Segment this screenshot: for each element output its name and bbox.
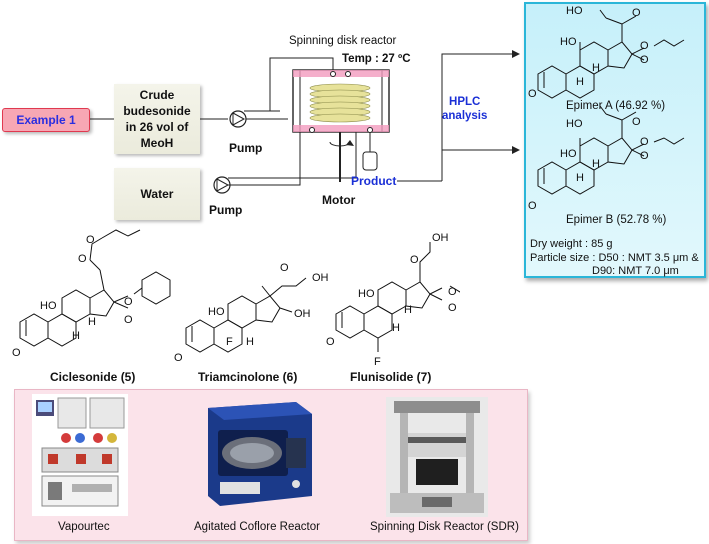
epimer-b-ho-ring: HO — [560, 148, 577, 160]
compound-name-6: Triamcinolone (6) — [198, 370, 298, 384]
pump-1-label: Pump — [229, 141, 263, 155]
crude-line-4: MeoH — [140, 136, 174, 150]
epimer-b-o-ring2: O — [640, 150, 649, 162]
compound-name-5: Ciclesonide (5) — [50, 370, 136, 384]
ciclesonide-o4: O — [124, 314, 133, 326]
epimer-a-o-ketone: O — [528, 88, 537, 100]
temperature-label: Temp : 27 ºC — [342, 53, 411, 65]
flunisolide-o3: O — [448, 302, 457, 314]
triamcinolone-f: F — [226, 336, 233, 348]
example-1-label: Example 1 — [16, 113, 76, 127]
epimer-a-h2: H — [576, 76, 584, 88]
steroid-structures — [19, 229, 460, 353]
example-1-box: Example 1 — [2, 108, 90, 132]
epimer-a-label: Epimer A (46.92 %) — [566, 100, 666, 112]
crude-line-3: in 26 vol of — [125, 120, 189, 134]
triamcinolone-oh-top: OH — [312, 272, 329, 284]
product-label: Product — [351, 174, 397, 188]
ciclesonide-h1: H — [88, 316, 96, 328]
particle-size: Particle size : D50 : NMT 3.5 μm & — [530, 252, 699, 264]
epimer-b-o-carbonyl: O — [632, 116, 641, 128]
hplc-line-1: HPLC — [449, 96, 481, 108]
crude-line-1: Crude — [139, 88, 175, 102]
ciclesonide-h2: H — [72, 330, 80, 342]
flunisolide-o1: O — [410, 254, 419, 266]
epimer-panel — [524, 2, 706, 278]
crude-budesonide-box: Crude budesonide in 26 vol of MeoH — [114, 84, 200, 154]
triamcinolone-h: H — [246, 336, 254, 348]
crude-line-2: budesonide — [123, 104, 191, 118]
spinning-disk-reactor-icon — [292, 69, 390, 182]
epimer-a-o-ring2: O — [640, 54, 649, 66]
hplc-line-2: analysis — [442, 110, 488, 122]
motor-label: Motor — [322, 193, 356, 207]
vapourtec-photo — [32, 394, 128, 516]
triamcinolone-o: O — [280, 262, 289, 274]
ciclesonide-o2: O — [78, 253, 87, 265]
hplc-label: HPLC analysis — [442, 95, 487, 123]
flunisolide-h1: H — [404, 304, 412, 316]
water-box: Water — [114, 168, 200, 220]
epimer-structures — [537, 9, 685, 195]
triamcinolone-oh: OH — [294, 308, 311, 320]
agitated-coflore-reactor-photo — [208, 402, 312, 506]
ciclesonide-ho: HO — [40, 300, 57, 312]
spinning-disk-reactor-photo — [386, 397, 488, 517]
photo-caption-vapourtec: Vapourtec — [58, 521, 110, 533]
reactor-title: Spinning disk reactor — [289, 35, 397, 47]
epimer-a-o-carbonyl: O — [632, 7, 641, 19]
water-label: Water — [140, 187, 174, 201]
epimer-b-h1: H — [592, 158, 600, 170]
compound-name-7: Flunisolide (7) — [350, 370, 432, 384]
flunisolide-oh: OH — [432, 232, 449, 244]
photo-caption-coflore: Agitated Coflore Reactor — [194, 521, 320, 533]
epimer-a-ho-ring: HO — [560, 36, 577, 48]
epimer-b-label: Epimer B (52.78 %) — [566, 214, 667, 226]
flunisolide-ho: HO — [358, 288, 375, 300]
triamcinolone-ho: HO — [208, 306, 225, 318]
photo-caption-sdr: Spinning Disk Reactor (SDR) — [370, 521, 519, 533]
triamcinolone-o-ketone: O — [174, 352, 183, 364]
flunisolide-f: F — [374, 356, 381, 368]
epimer-a-ho-top: HO — [566, 5, 583, 17]
flunisolide-h2: H — [392, 322, 400, 334]
ciclesonide-o1: O — [86, 234, 95, 246]
pump-2-label: Pump — [209, 203, 243, 217]
ciclesonide-o3: O — [124, 296, 133, 308]
epimer-b-o-ring1: O — [640, 136, 649, 148]
epimer-b-o-ketone: O — [528, 200, 537, 212]
epimer-b-ho-top: HO — [566, 118, 583, 130]
flunisolide-o2: O — [448, 286, 457, 298]
epimer-a-o-ring1: O — [640, 40, 649, 52]
particle-size-d90: D90: NMT 7.0 μm — [592, 265, 679, 277]
flunisolide-o-ketone: O — [326, 336, 335, 348]
ciclesonide-o-ketone: O — [12, 347, 21, 359]
epimer-a-h1: H — [592, 62, 600, 74]
epimer-b-h2: H — [576, 172, 584, 184]
dry-weight: Dry weight : 85 g — [530, 238, 613, 250]
